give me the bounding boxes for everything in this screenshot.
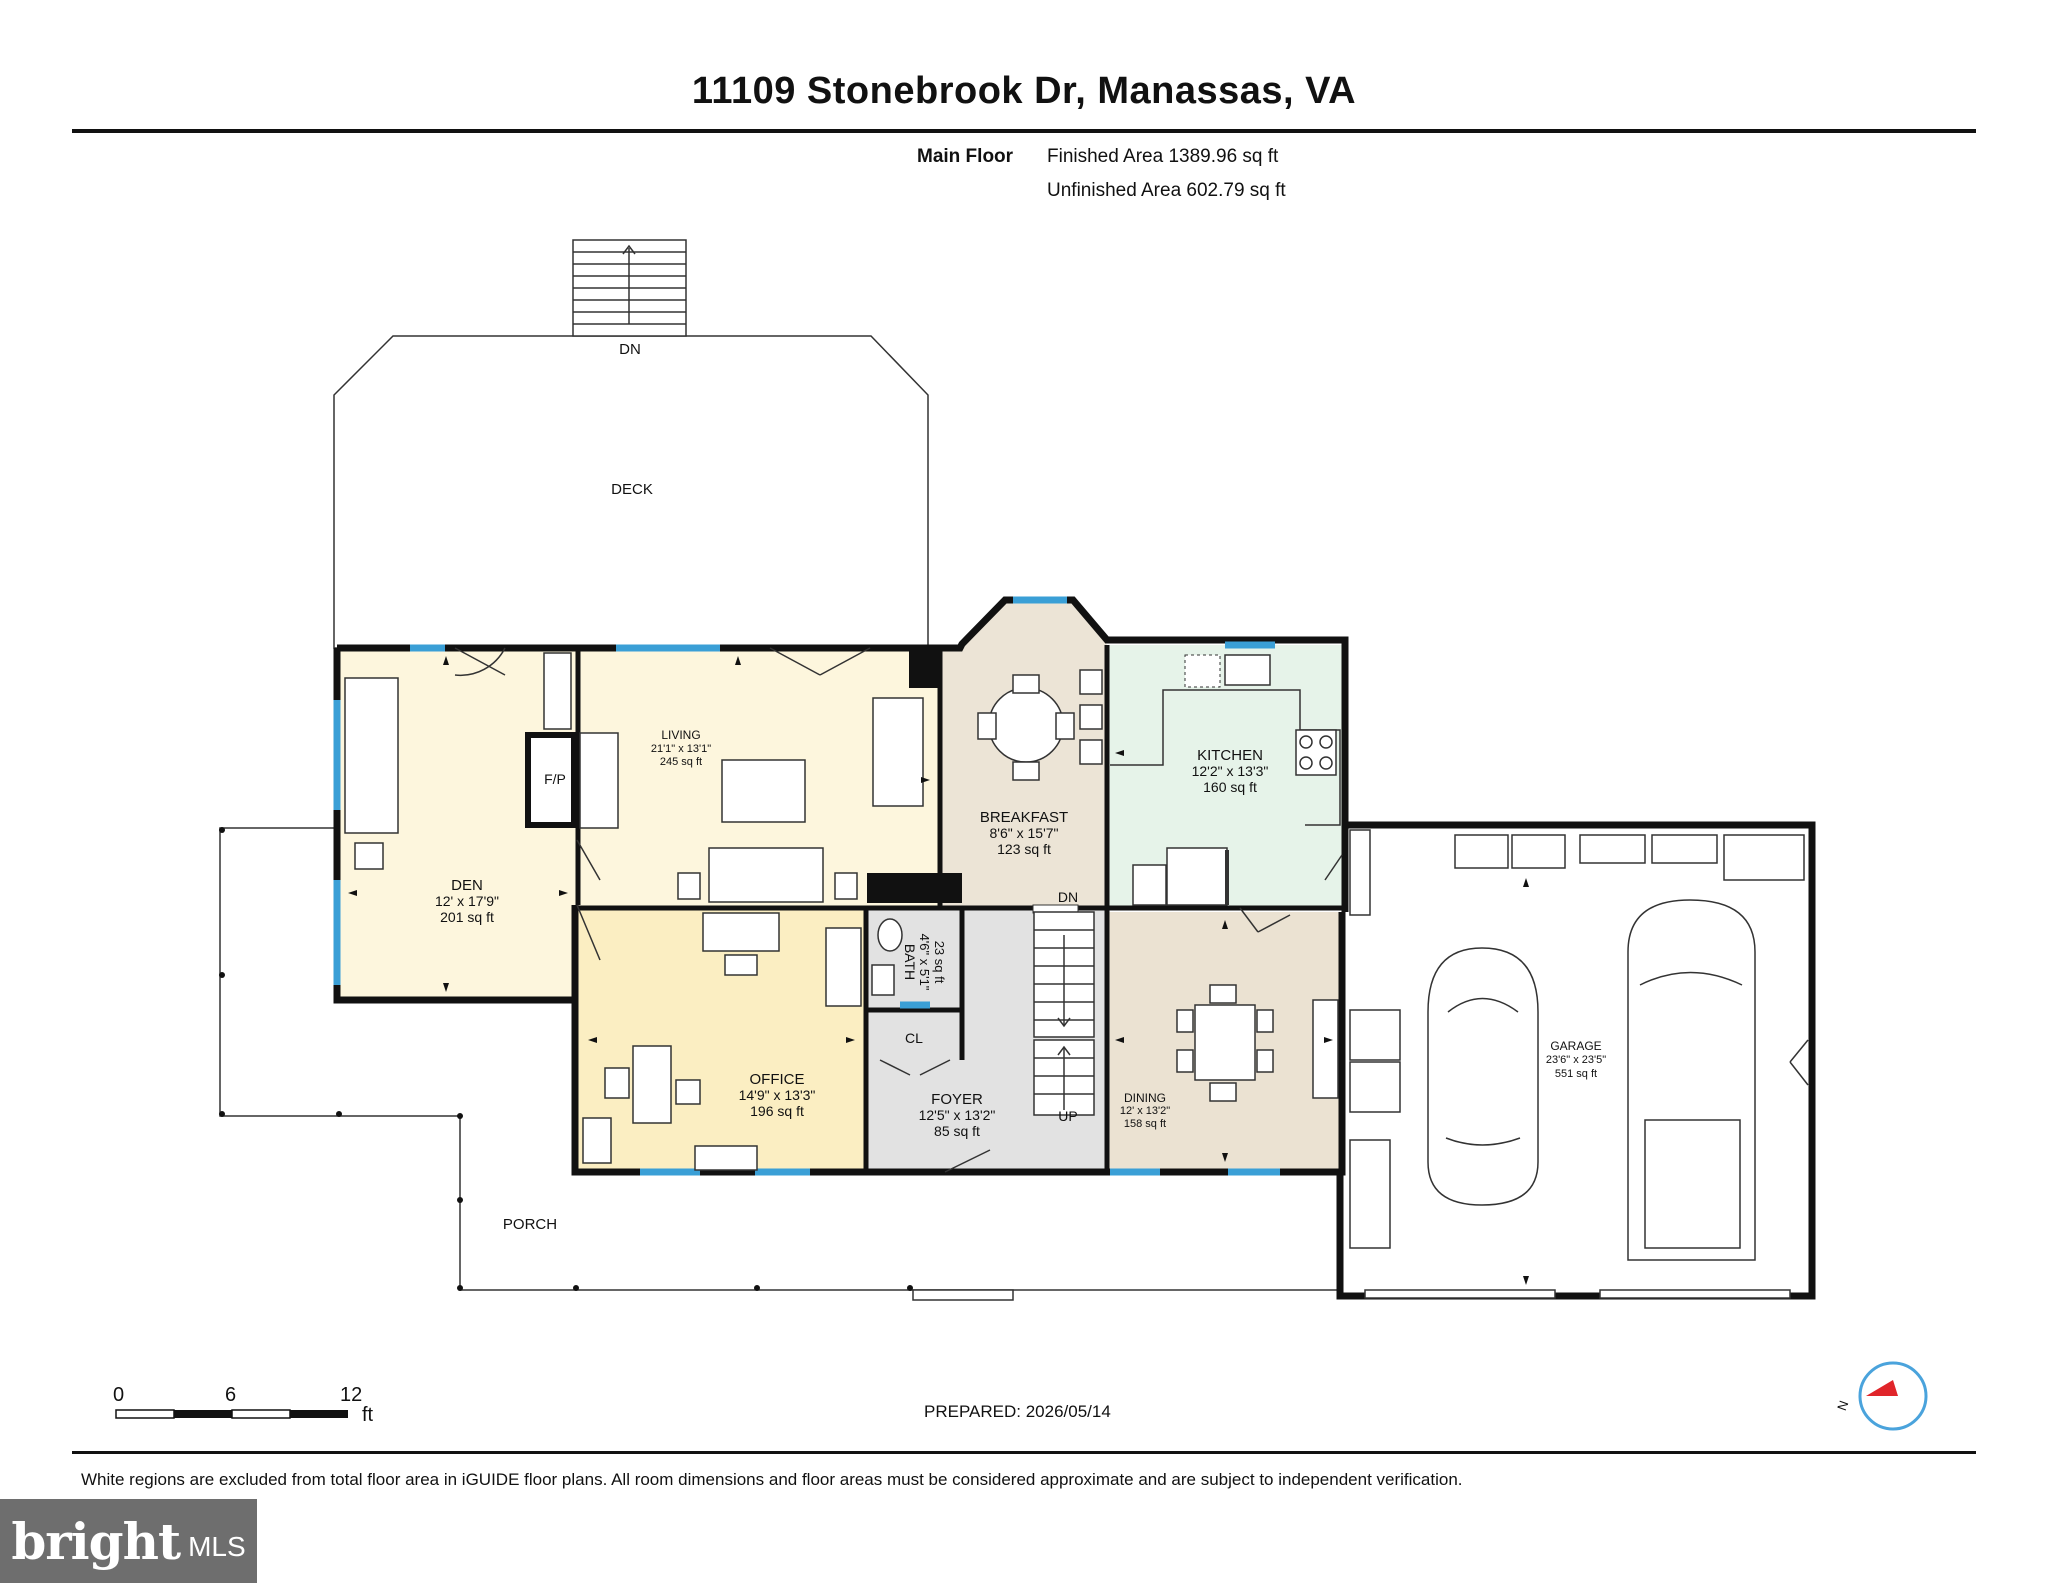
- floor-name: Main Floor: [917, 146, 1014, 167]
- office-area: 196 sq ft: [750, 1103, 804, 1119]
- scale-tick-12: 12: [340, 1384, 363, 1406]
- refrigerator: [1166, 847, 1228, 906]
- garage-door-right: [1599, 1289, 1791, 1299]
- porch-label: PORCH: [503, 1216, 557, 1233]
- breakfast-table: [988, 687, 1064, 763]
- deck-label: DECK: [611, 481, 653, 498]
- garage-door-left: [1364, 1289, 1556, 1299]
- den-area: 201 sq ft: [440, 909, 494, 925]
- kitchen-dims: 12'2" x 13'3": [1192, 763, 1269, 779]
- breakfast-area: 123 sq ft: [997, 841, 1051, 857]
- door-arrows: [348, 656, 1529, 1285]
- den-dims: 12' x 17'9": [435, 893, 499, 909]
- pantry: [1132, 864, 1167, 906]
- garage-dims: 23'6" x 23'5": [1546, 1054, 1606, 1066]
- logo-brand: bright: [11, 1511, 181, 1571]
- living-area: 245 sq ft: [660, 756, 702, 768]
- garage-shelving: [1349, 829, 1805, 1249]
- foyer-area: 85 sq ft: [934, 1123, 980, 1139]
- scale-bar: [115, 1409, 348, 1419]
- dining-area: 158 sq ft: [1124, 1118, 1166, 1130]
- scale-tick-6: 6: [225, 1384, 237, 1406]
- bath-area: 23 sq ft: [932, 941, 947, 984]
- deck-stairs: [572, 239, 687, 337]
- finished-area: Finished Area 1389.96 sq ft: [1047, 146, 1279, 167]
- porch-step: [912, 1289, 1014, 1301]
- fireplace-label: F/P: [544, 771, 566, 787]
- office-name: OFFICE: [750, 1071, 805, 1088]
- kitchen-area: 160 sq ft: [1203, 779, 1257, 795]
- kitchen-sink: [1224, 654, 1271, 686]
- dishwasher: [1184, 654, 1221, 688]
- bath-fixtures: [871, 918, 903, 996]
- garage-name: GARAGE: [1550, 1039, 1601, 1053]
- logo-suffix: MLS: [188, 1531, 246, 1562]
- bright-mls-logo: bright MLS: [0, 1499, 257, 1583]
- breakfast-dims: 8'6" x 15'7": [990, 825, 1059, 841]
- scale-tick-0: 0: [113, 1384, 125, 1406]
- garage-area: 551 sq ft: [1555, 1068, 1597, 1080]
- page-title: 11109 Stonebrook Dr, Manassas, VA: [691, 70, 1357, 112]
- breakfast-name: BREAKFAST: [980, 809, 1068, 826]
- title-divider: [72, 129, 1976, 133]
- footer-divider: [72, 1451, 1976, 1454]
- chimney-block: [867, 873, 962, 903]
- foyer-dims: 12'5" x 13'2": [919, 1107, 996, 1123]
- bath-dims: 4'6" x 5'1": [917, 934, 932, 991]
- wall-column: [909, 648, 939, 688]
- dining-name: DINING: [1124, 1091, 1166, 1105]
- stairs-up-label: UP: [1058, 1108, 1077, 1124]
- breakfast-chairs: [977, 669, 1103, 781]
- garage-truck-right: [1627, 899, 1756, 1261]
- compass-icon: [1858, 1361, 1928, 1431]
- dining-furniture: [1176, 984, 1339, 1102]
- doors: [454, 647, 1809, 1173]
- porch-posts: [219, 827, 913, 1291]
- garage-car-left: [1427, 947, 1539, 1206]
- fireplace: [525, 732, 577, 828]
- windows: [333, 596, 1280, 1176]
- living-name: LIVING: [661, 728, 700, 742]
- kitchen-name: KITCHEN: [1197, 747, 1263, 764]
- closet-label: CL: [905, 1030, 923, 1046]
- living-dims: 21'1" x 13'1": [651, 743, 711, 755]
- bath-name: BATH: [902, 944, 918, 980]
- foyer-name: FOYER: [931, 1091, 983, 1108]
- prepared-date: PREPARED: 2026/05/14: [924, 1402, 1111, 1421]
- den-furniture: [344, 652, 572, 870]
- scale-unit: ft: [362, 1404, 374, 1426]
- breakfast-dn: DN: [1058, 889, 1078, 905]
- deck-stairs-label: DN: [619, 341, 641, 358]
- basement-stairs: [1033, 911, 1095, 1116]
- stove: [1295, 729, 1337, 776]
- den-name: DEN: [451, 877, 483, 894]
- garage-walls: [1336, 821, 1816, 1300]
- dining-dims: 12' x 13'2": [1120, 1105, 1170, 1117]
- kitchen-counter: [1110, 689, 1341, 826]
- living-furniture: [579, 697, 924, 903]
- unfinished-area: Unfinished Area 602.79 sq ft: [1047, 180, 1286, 201]
- interior-walls: [575, 645, 1345, 1172]
- office-dims: 14'9" x 13'3": [739, 1087, 816, 1103]
- disclaimer-text: White regions are excluded from total fl…: [81, 1470, 1463, 1489]
- bath-label-group: BATH 4'6" x 5'1" 23 sq ft: [902, 934, 947, 991]
- office-furniture: [582, 912, 862, 1171]
